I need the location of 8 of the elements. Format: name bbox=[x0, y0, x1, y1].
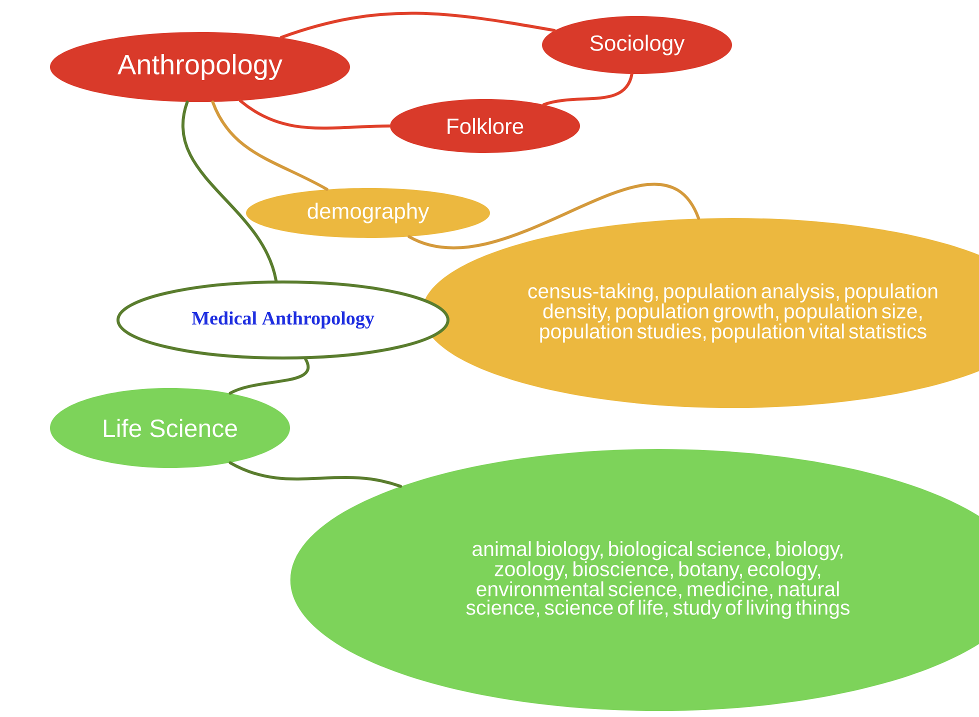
connector-line bbox=[228, 461, 402, 488]
connector-line bbox=[280, 12, 556, 39]
connector-line bbox=[211, 100, 328, 191]
connector-line bbox=[238, 99, 392, 130]
connector-line bbox=[228, 358, 310, 395]
connector-line bbox=[542, 72, 634, 106]
connector-line bbox=[408, 182, 700, 250]
connector-line bbox=[182, 100, 278, 282]
